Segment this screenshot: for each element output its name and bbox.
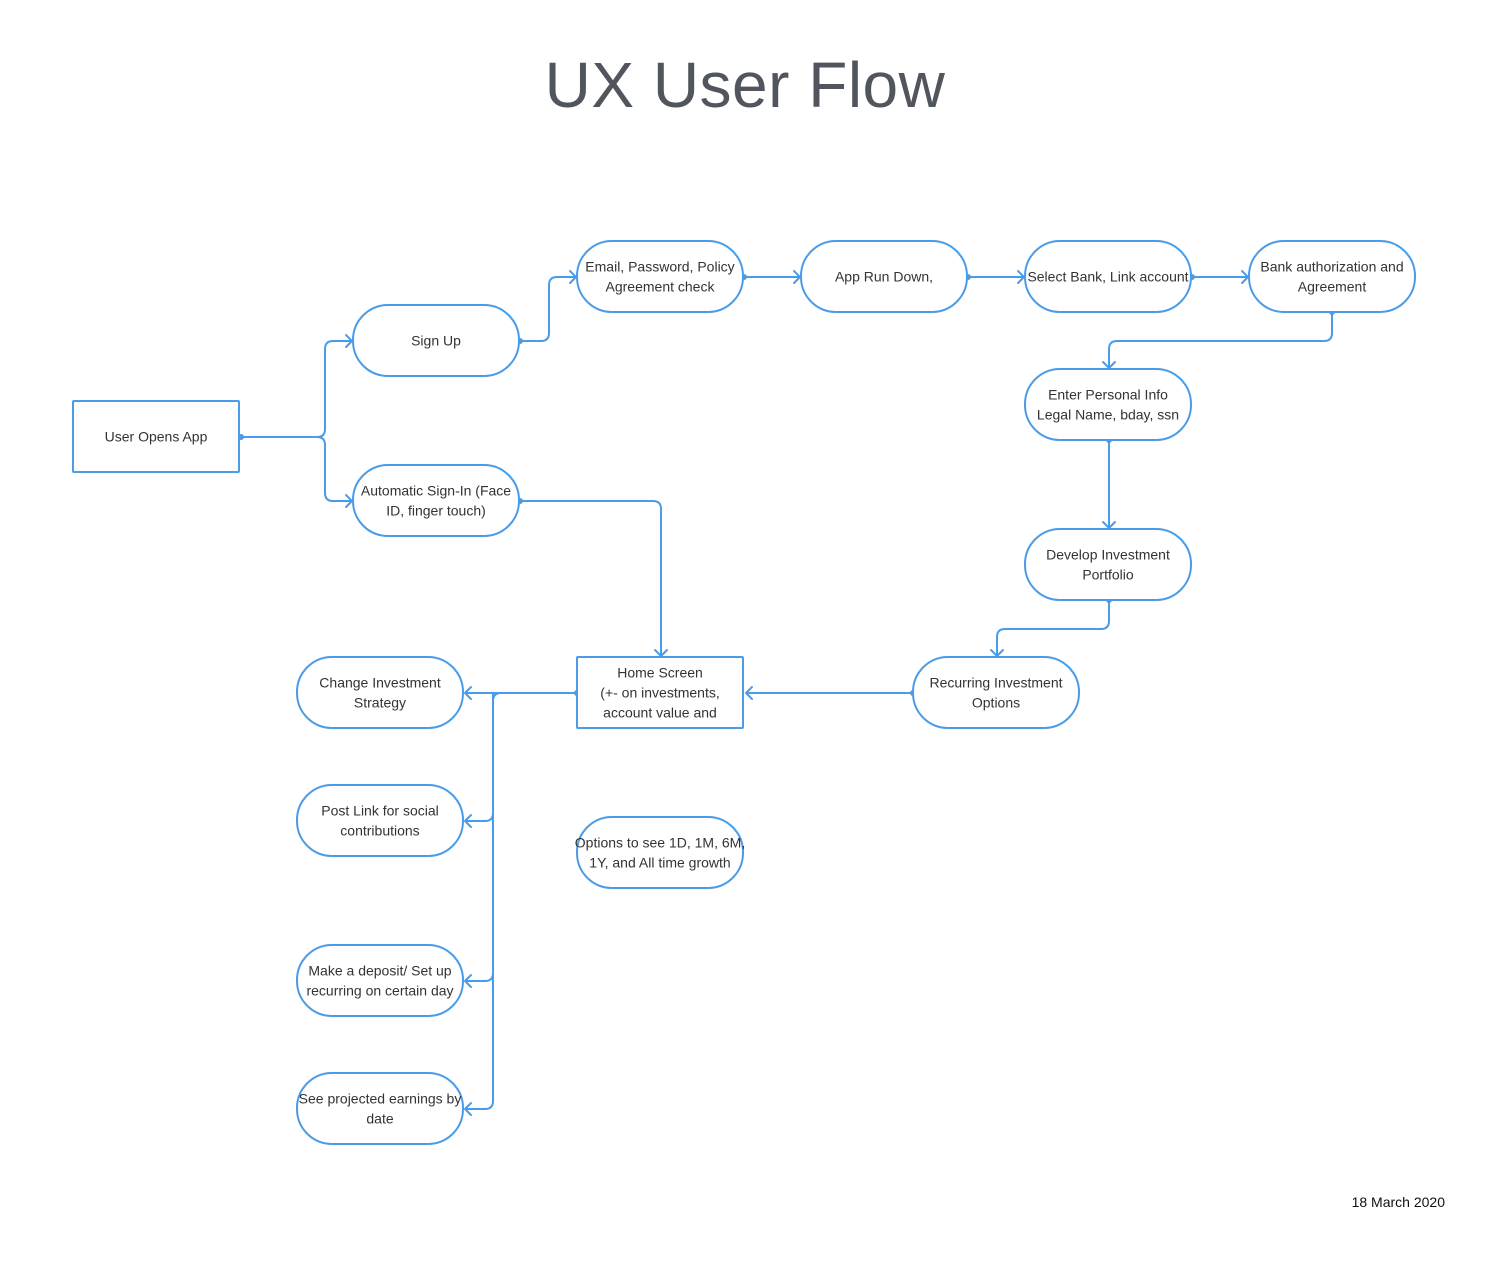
node-box bbox=[1024, 240, 1192, 313]
connector-line bbox=[465, 693, 494, 1110]
node-label: Make a deposit/ Set up bbox=[308, 963, 451, 979]
node-label: (+- on investments, bbox=[600, 685, 719, 701]
node-box bbox=[576, 816, 744, 889]
edge-select-bank-to-bank-authorization bbox=[1189, 270, 1249, 284]
arrowhead-icon bbox=[745, 686, 753, 700]
node-label: App Run Down, bbox=[835, 269, 933, 285]
edge-home-screen-to-post-link bbox=[464, 692, 577, 828]
connector-line bbox=[465, 692, 577, 822]
node-box bbox=[352, 464, 520, 537]
node-label: Legal Name, bday, ssn bbox=[1037, 407, 1179, 423]
node-label: Options bbox=[972, 695, 1020, 711]
node-label: Post Link for social bbox=[321, 803, 439, 819]
node-box bbox=[296, 1072, 464, 1145]
node-box bbox=[72, 400, 240, 473]
node-home-screen[interactable]: Home Screen (+- on investments, account va… bbox=[576, 656, 744, 729]
nodes-layer: User Opens App Sign Up Automatic Sign-In (… bbox=[72, 240, 1416, 1145]
node-label: Change Investment bbox=[319, 675, 441, 691]
node-label: Home Screen bbox=[617, 665, 703, 681]
node-user-opens-app[interactable]: User Opens App bbox=[72, 400, 240, 473]
edge-app-run-down-to-select-bank bbox=[965, 270, 1025, 284]
node-box bbox=[576, 656, 744, 729]
node-label: recurring on certain day bbox=[306, 983, 453, 999]
node-label: contributions bbox=[340, 823, 419, 839]
node-label: User Opens App bbox=[105, 429, 208, 445]
node-label: Options to see 1D, 1M, 6M, bbox=[575, 835, 745, 851]
node-box bbox=[352, 304, 520, 377]
node-projected-earnings[interactable]: See projected earnings by date bbox=[296, 1072, 464, 1145]
arrowhead-icon bbox=[464, 814, 472, 828]
arrowhead-icon bbox=[464, 974, 472, 988]
connector-line bbox=[520, 276, 576, 342]
node-select-bank[interactable]: Select Bank, Link account bbox=[1024, 240, 1192, 313]
node-box bbox=[296, 944, 464, 1017]
connector-line bbox=[241, 340, 352, 438]
node-label: Develop Investment bbox=[1046, 547, 1170, 563]
node-box bbox=[800, 240, 968, 313]
node-box bbox=[1024, 368, 1192, 441]
edge-sign-up-to-email-password bbox=[517, 270, 577, 344]
node-label: ID, finger touch) bbox=[386, 503, 486, 519]
node-box bbox=[576, 240, 744, 313]
node-box bbox=[1248, 240, 1416, 313]
edge-bank-authorization-to-enter-personal-info bbox=[1102, 309, 1335, 369]
node-label: Recurring Investment bbox=[929, 675, 1062, 691]
node-label: 1Y, and All time growth bbox=[589, 855, 730, 871]
connector-line bbox=[465, 693, 494, 982]
node-box bbox=[912, 656, 1080, 729]
node-label: Sign Up bbox=[411, 333, 461, 349]
node-box bbox=[296, 656, 464, 729]
node-label: Strategy bbox=[354, 695, 406, 711]
node-label: Email, Password, Policy bbox=[585, 259, 734, 275]
connector-line bbox=[520, 500, 662, 656]
edge-home-screen-to-make-deposit bbox=[464, 693, 494, 988]
edge-user-opens-app-to-sign-up bbox=[238, 334, 353, 440]
connector-line bbox=[241, 436, 352, 502]
node-growth-options[interactable]: Options to see 1D, 1M, 6M, 1Y, and All ti… bbox=[575, 816, 745, 889]
edge-email-password-to-app-run-down bbox=[741, 270, 801, 284]
node-label: Agreement bbox=[1298, 279, 1367, 295]
arrowhead-icon bbox=[464, 686, 472, 700]
node-make-deposit[interactable]: Make a deposit/ Set up recurring on certa… bbox=[296, 944, 464, 1017]
node-box bbox=[296, 784, 464, 857]
node-label: Agreement check bbox=[606, 279, 716, 295]
node-post-link[interactable]: Post Link for social contributions bbox=[296, 784, 464, 857]
connector-line bbox=[996, 600, 1110, 656]
arrowhead-icon bbox=[464, 1102, 472, 1116]
node-label: account value and bbox=[603, 705, 717, 721]
node-label: Enter Personal Info bbox=[1048, 387, 1168, 403]
edge-user-opens-app-to-automatic-sign-in bbox=[241, 436, 353, 508]
node-label: Portfolio bbox=[1082, 567, 1134, 583]
node-label: See projected earnings by bbox=[299, 1091, 462, 1107]
edge-develop-portfolio-to-recurring-options bbox=[990, 597, 1112, 657]
node-label: Bank authorization and bbox=[1260, 259, 1403, 275]
page-title: UX User Flow bbox=[544, 49, 946, 121]
edge-automatic-sign-in-to-home-screen bbox=[517, 498, 668, 657]
edge-recurring-options-to-home-screen bbox=[745, 686, 916, 700]
node-label: Select Bank, Link account bbox=[1027, 269, 1188, 285]
edge-home-screen-to-projected-earnings bbox=[464, 693, 494, 1116]
edge-enter-personal-info-to-develop-portfolio bbox=[1102, 437, 1116, 529]
date-label: 18 March 2020 bbox=[1351, 1194, 1445, 1210]
node-label: date bbox=[366, 1111, 393, 1127]
node-app-run-down[interactable]: App Run Down, bbox=[800, 240, 968, 313]
node-sign-up[interactable]: Sign Up bbox=[352, 304, 520, 377]
node-label: Automatic Sign-In (Face bbox=[361, 483, 511, 499]
node-box bbox=[1024, 528, 1192, 601]
connector-line bbox=[1108, 312, 1333, 368]
